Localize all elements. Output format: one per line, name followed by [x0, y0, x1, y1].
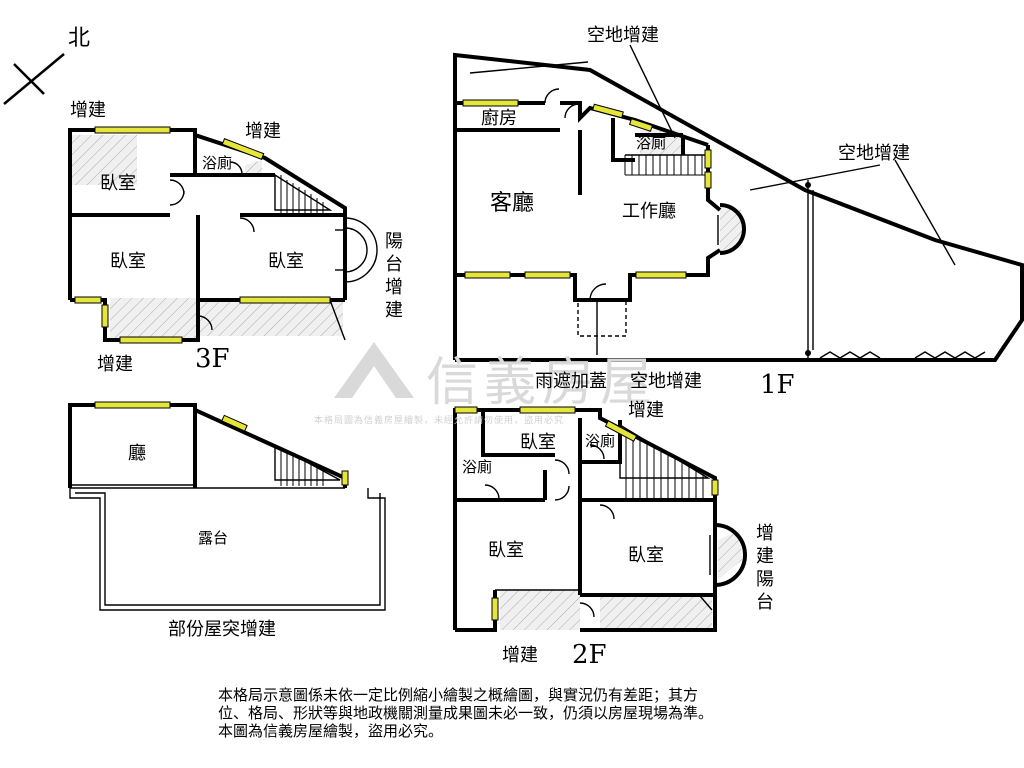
f3-addition-label-1: 增建 — [70, 100, 106, 121]
floor-1f-plan — [453, 44, 1024, 362]
f2-addition-label-1: 增建 — [628, 400, 664, 421]
f2-bathroom-2: 浴廁 — [462, 458, 493, 476]
f1-work-room: 工作廳 — [622, 201, 676, 222]
floor-2f-plan — [453, 406, 747, 632]
f3-floor-title: 3F — [195, 344, 230, 374]
f2-floor-title: 2F — [572, 640, 607, 670]
f1-open-addition-front: 空地增建 — [630, 371, 702, 392]
f1-awning: 雨遮加蓋 — [535, 371, 607, 392]
f3-addition-label-2: 增建 — [245, 121, 281, 142]
disclaimer-line-1: 本格局示意圖係未依一定比例縮小繪製之概繪圖，與實況仍有差距；其方 — [218, 686, 699, 704]
f2-bedroom-1: 臥室 — [520, 432, 556, 453]
watermark: 信義房屋 本格局圖為信義房屋繪製，未經允許請勿使用，盜用必究 — [314, 338, 694, 428]
f3-addition-label-3: 增建 — [97, 354, 133, 375]
f2-bathroom-1: 浴廁 — [585, 432, 616, 450]
watermark-brand: 信義房屋 — [426, 353, 659, 413]
stairs-1f — [624, 155, 705, 176]
f2-bedroom-2: 臥室 — [488, 540, 524, 561]
f3-balcony-addition: 陽台增建 — [385, 231, 403, 321]
f2-balcony-addition: 增建陽台 — [756, 523, 774, 613]
north-arrow-icon — [3, 53, 65, 105]
watermark-notice: 本格局圖為信義房屋繪製，未經允許請勿使用，盜用必究 — [314, 416, 565, 426]
f2-addition-label-2: 增建 — [502, 645, 538, 666]
f1-living-room: 客廳 — [490, 191, 535, 216]
watermark-logo-icon — [334, 342, 414, 398]
f3-bathroom: 浴廁 — [202, 154, 233, 172]
f3-bedroom-2: 臥室 — [110, 251, 146, 272]
roof-terrace: 露台 — [198, 529, 229, 547]
f1-open-addition-right: 空地增建 — [838, 143, 910, 164]
stairs-2f — [625, 430, 704, 498]
f1-open-addition-top: 空地增建 — [587, 25, 659, 46]
disclaimer-line-2: 位、格局、形狀等與地政機關測量成果圖未必一致，仍須以房屋現場為準。 — [218, 704, 714, 722]
roof-hall: 廳 — [128, 443, 146, 464]
f3-bedroom-1: 臥室 — [100, 173, 136, 194]
disclaimer-note: 本格局示意圖係未依一定比例縮小繪製之概繪圖，與實況仍有差距；其方 位、格局、形狀… — [218, 686, 818, 740]
north-label: 北 — [68, 26, 91, 51]
f3-bedroom-3: 臥室 — [268, 251, 304, 272]
stairs-3f — [280, 175, 324, 213]
f1-bathroom: 浴廁 — [636, 134, 667, 152]
stairs-roof — [280, 448, 324, 486]
roof-plan — [68, 401, 386, 611]
disclaimer-line-3: 本圖為信義房屋繪製，盜用必究。 — [218, 722, 444, 740]
f1-floor-title: 1F — [760, 370, 795, 400]
floor-3f-plan — [68, 126, 378, 344]
f1-kitchen: 廚房 — [481, 108, 517, 129]
f2-bedroom-3: 臥室 — [628, 545, 664, 566]
roof-caption: 部份屋突增建 — [168, 619, 276, 640]
